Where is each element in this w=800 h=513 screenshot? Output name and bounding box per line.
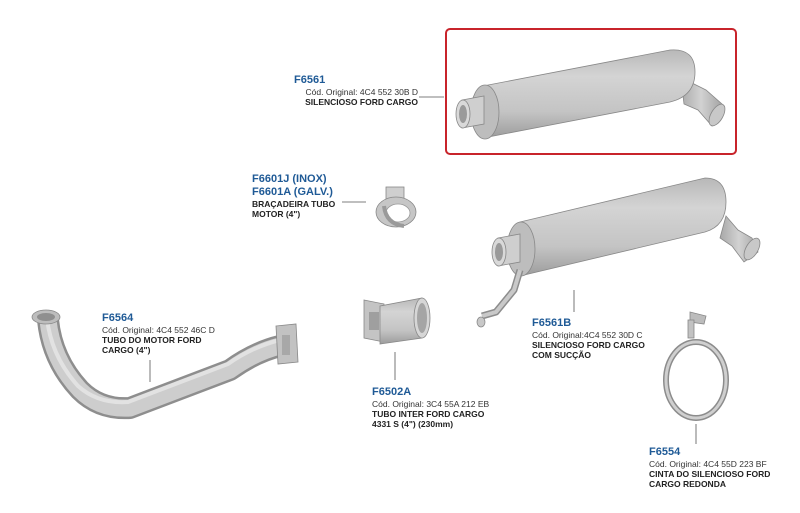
part-name: CINTA DO SILENCIOSO FORD [649, 468, 771, 479]
part-name: SILENCIOSO FORD CARGO [305, 96, 418, 107]
part-code: F6601J (INOX) [252, 173, 327, 185]
part-code: F6564 [102, 312, 134, 324]
strap-f6554-image [663, 311, 729, 421]
part-code-alt: F6601A (GALV.) [252, 185, 333, 198]
part-original-code: Cód. Original: 4C4 55D 223 BF [649, 458, 767, 469]
part-name: TUBO INTER FORD CARGO [372, 408, 485, 419]
part-name-line2: CARGO (4") [102, 345, 151, 355]
part-original-code: Cód. Original:4C4 552 30D C [532, 329, 643, 340]
tube-f6502a-image [363, 297, 431, 345]
part-name: TUBO DO MOTOR FORD [102, 334, 202, 345]
part-original-code: Cód. Original: 3C4 55A 212 EB [372, 398, 490, 409]
part-f6561b-label: F6561B Cód. Original:4C4 552 30D C SILEN… [532, 317, 652, 360]
muffler-f6561b-image [476, 177, 761, 328]
pipe-f6564-image [31, 309, 299, 420]
part-f6564-label: F6564 Cód. Original: 4C4 552 46C D TUBO … [102, 312, 222, 355]
part-name-line2: COM SUCÇÃO [532, 350, 592, 360]
part-name-line2: CARGO REDONDA [649, 479, 726, 489]
part-name-line2: MOTOR (4") [252, 208, 301, 219]
part-code: F6561B [532, 317, 572, 329]
part-original-code: Cód. Original: 4C4 552 46C D [102, 324, 215, 335]
part-name-line2: 4331 S (4") (230mm) [372, 419, 454, 429]
part-name: BRAÇADEIRA TUBO [252, 198, 336, 209]
part-code: F6554 [649, 446, 681, 458]
highlight-frame [445, 28, 737, 155]
part-name: SILENCIOSO FORD CARGO [532, 339, 645, 350]
part-code: F6502A [372, 386, 412, 398]
part-f6561-label: F6561 Cód. Original: 4C4 552 30B D SILEN… [294, 74, 418, 107]
part-f6601-label: F6601J (INOX) F6601A (GALV.) BRAÇADEIRA … [252, 173, 362, 219]
part-f6502a-label: F6502A Cód. Original: 3C4 55A 212 EB TUB… [372, 386, 502, 429]
leader-lines [149, 96, 697, 444]
part-code: F6561 [294, 74, 326, 86]
part-original-code: Cód. Original: 4C4 552 30B D [305, 86, 418, 97]
muffler-f6561-image [455, 49, 726, 140]
part-f6554-label: F6554 Cód. Original: 4C4 55D 223 BF CINT… [649, 446, 789, 489]
clamp-f6601-image [375, 186, 417, 228]
